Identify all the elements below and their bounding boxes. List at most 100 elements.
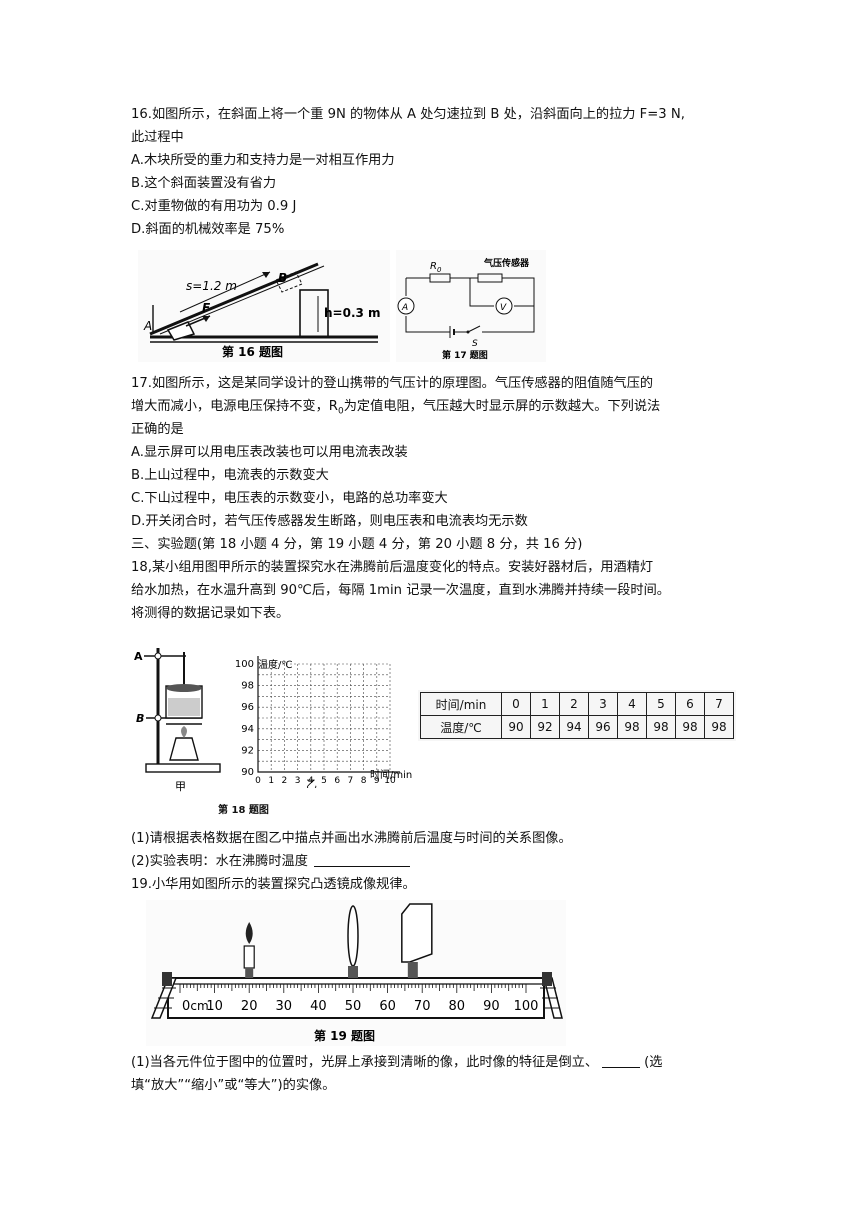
table-cell-temp: 98: [617, 715, 647, 739]
lamp-flame: [181, 726, 187, 738]
bench-tick-label: 0: [182, 999, 190, 1014]
screen-holder: [407, 962, 418, 978]
table-head-temp: 温度/℃: [420, 715, 502, 739]
table-cell-time: 7: [704, 692, 734, 716]
q17-stem-line1: 17.如图所示，这是某同学设计的登山携带的气压计的原理图。气压传感器的阻值随气压…: [131, 376, 654, 391]
table-head-time: 时间/min: [420, 692, 502, 716]
bench-right-stop: [542, 972, 552, 986]
voltmeter: [495, 297, 513, 315]
bench-left-leg-rungs: [154, 987, 176, 1009]
alcohol-lamp: [169, 737, 199, 761]
grid-ytick-label: 90: [241, 767, 254, 778]
bench-right-leg-rungs: [540, 987, 560, 1009]
beaker-lid: [166, 684, 202, 692]
table-cell-temp: 96: [588, 715, 618, 739]
figure-18-data-table: 时间/min 0 1 2 3 4 5 6 7 温度/℃ 90 92 94 96 …: [420, 692, 734, 739]
answer-blank-q18[interactable]: [313, 852, 410, 867]
table-cell-time: 5: [646, 692, 676, 716]
clamp-a-knob: [154, 652, 162, 660]
table-cell-time: 2: [559, 692, 589, 716]
q16-stem-line1: 16.如图所示，在斜面上将一个重 9N 的物体从 A 处匀速拉到 B 处，沿斜面…: [131, 107, 685, 122]
ring-b-knob: [154, 714, 162, 722]
grid-xtick-label: 8: [361, 776, 367, 786]
label-point-a: A: [143, 319, 152, 333]
figure-16-incline: s=1.2 m A B F h=0.3 m 第 16 题图: [138, 250, 390, 362]
q17-stem-line3: 正确的是: [131, 422, 184, 437]
figure-18-apparatus: A B 甲: [134, 648, 221, 793]
table-cell-time: 0: [501, 692, 531, 716]
q17-option-a: A.显示屏可以用电压表改装也可以用电流表改装: [131, 445, 408, 460]
table-cell-time: 4: [617, 692, 647, 716]
label-pressure-sensor: 气压传感器: [483, 257, 530, 269]
table-cell-temp: 98: [675, 715, 705, 739]
grid-xtick-label: 10: [384, 776, 396, 786]
label-point-b: B: [278, 271, 287, 285]
incline-surface: [149, 262, 319, 336]
screen-panel: [401, 903, 433, 963]
distance-arrowhead: [262, 272, 270, 278]
label-clamp-b: B: [136, 712, 144, 725]
figure-18-caption: 第 18 题图: [218, 805, 269, 816]
table-cell-temp: 98: [646, 715, 676, 739]
switch-lever: [467, 325, 481, 333]
bench-tick-label: 60: [379, 999, 396, 1014]
candle-holder: [245, 968, 254, 978]
q16-stem-line2: 此过程中: [131, 130, 184, 145]
q18-stem-line1: 18,某小组用图甲所示的装置探究水在沸腾前后温度变化的特点。安装好器材后，用酒精…: [131, 560, 654, 575]
label-switch: S: [472, 339, 478, 349]
label-ammeter: A: [401, 303, 408, 313]
bench-tick-label: 70: [414, 999, 431, 1014]
ammeter: [397, 297, 415, 315]
q16-option-d: D.斜面的机械效率是 75%: [131, 222, 285, 237]
grid-xtick-label: 2: [282, 776, 288, 786]
figure-16-background: [138, 250, 390, 362]
q19-stem: 19.小华用如图所示的装置探究凸透镜成像规律。: [131, 877, 416, 892]
table-cell-time: 1: [530, 692, 560, 716]
lens-holder: [348, 966, 358, 978]
grid-ytick-label: 96: [241, 702, 254, 713]
q18-stem-line3: 将测得的数据记录如下表。: [131, 606, 290, 621]
label-jia: 甲: [175, 780, 186, 793]
figure-19-caption: 第 19 题图: [314, 1028, 375, 1043]
q16-option-a: A.木块所受的重力和支持力是一对相互作用力: [131, 153, 395, 168]
q16-option-b: B.这个斜面装置没有省力: [131, 176, 277, 191]
bench-tick-label: 30: [276, 999, 293, 1014]
wire-bottom-left: [405, 316, 450, 333]
grid-xtick-label: 5: [321, 776, 327, 786]
figure-18-data-table-wrapper: 时间/min 0 1 2 3 4 5 6 7 温度/℃ 90 92 94 96 …: [418, 690, 736, 741]
label-r0: R0: [430, 261, 442, 274]
label-h: h=0.3 m: [324, 306, 381, 320]
answer-blank-q19[interactable]: [602, 1053, 641, 1068]
light-screen: [401, 903, 433, 978]
label-s: s=1.2 m: [186, 279, 237, 293]
convex-lens: [347, 905, 359, 978]
q16-option-c: C.对重物做的有用功为 0.9 J: [131, 199, 297, 214]
bench-tick-label: 40: [310, 999, 327, 1014]
figure-17-caption: 第 17 题图: [442, 349, 488, 361]
bench-tick-label: 90: [483, 999, 500, 1014]
figure-16-caption: 第 16 题图: [222, 344, 283, 359]
q17-stem-line2: 增大而减小，电源电压保持不变，R0为定值电阻，气压越大时显示屏的示数越大。下列说…: [131, 399, 661, 417]
q17-option-c: C.下山过程中，电压表的示数变小，电路的总功率变大: [131, 491, 448, 506]
bench-ticks: [179, 984, 527, 993]
table-cell-time: 3: [588, 692, 618, 716]
bench-tick-label: 20: [241, 999, 258, 1014]
table-cell-temp: 94: [559, 715, 589, 739]
table-row-temp: 温度/℃ 90 92 94 96 98 98 98 98: [420, 715, 734, 739]
section-3-heading: 三、实验题(第 18 小题 4 分，第 19 小题 4 分，第 20 小题 8 …: [131, 537, 583, 552]
bench-tick-label: 80: [449, 999, 466, 1014]
figure-17-circuit: R0 气压传感器 V A S 第 17 题图: [396, 250, 546, 362]
incline-support-post: [299, 289, 329, 338]
candle-body: [243, 945, 255, 969]
block-at-a: [166, 321, 196, 341]
q17-option-d: D.开关闭合时，若气压传感器发生断路，则电压表和电流表均无示数: [131, 514, 528, 529]
grid-xlabel: 时间/min: [370, 768, 412, 781]
grid-xtick-label: 6: [334, 776, 340, 786]
bench-left-stop: [162, 972, 172, 986]
table-cell-temp: 90: [501, 715, 531, 739]
label-voltmeter: V: [500, 303, 507, 313]
